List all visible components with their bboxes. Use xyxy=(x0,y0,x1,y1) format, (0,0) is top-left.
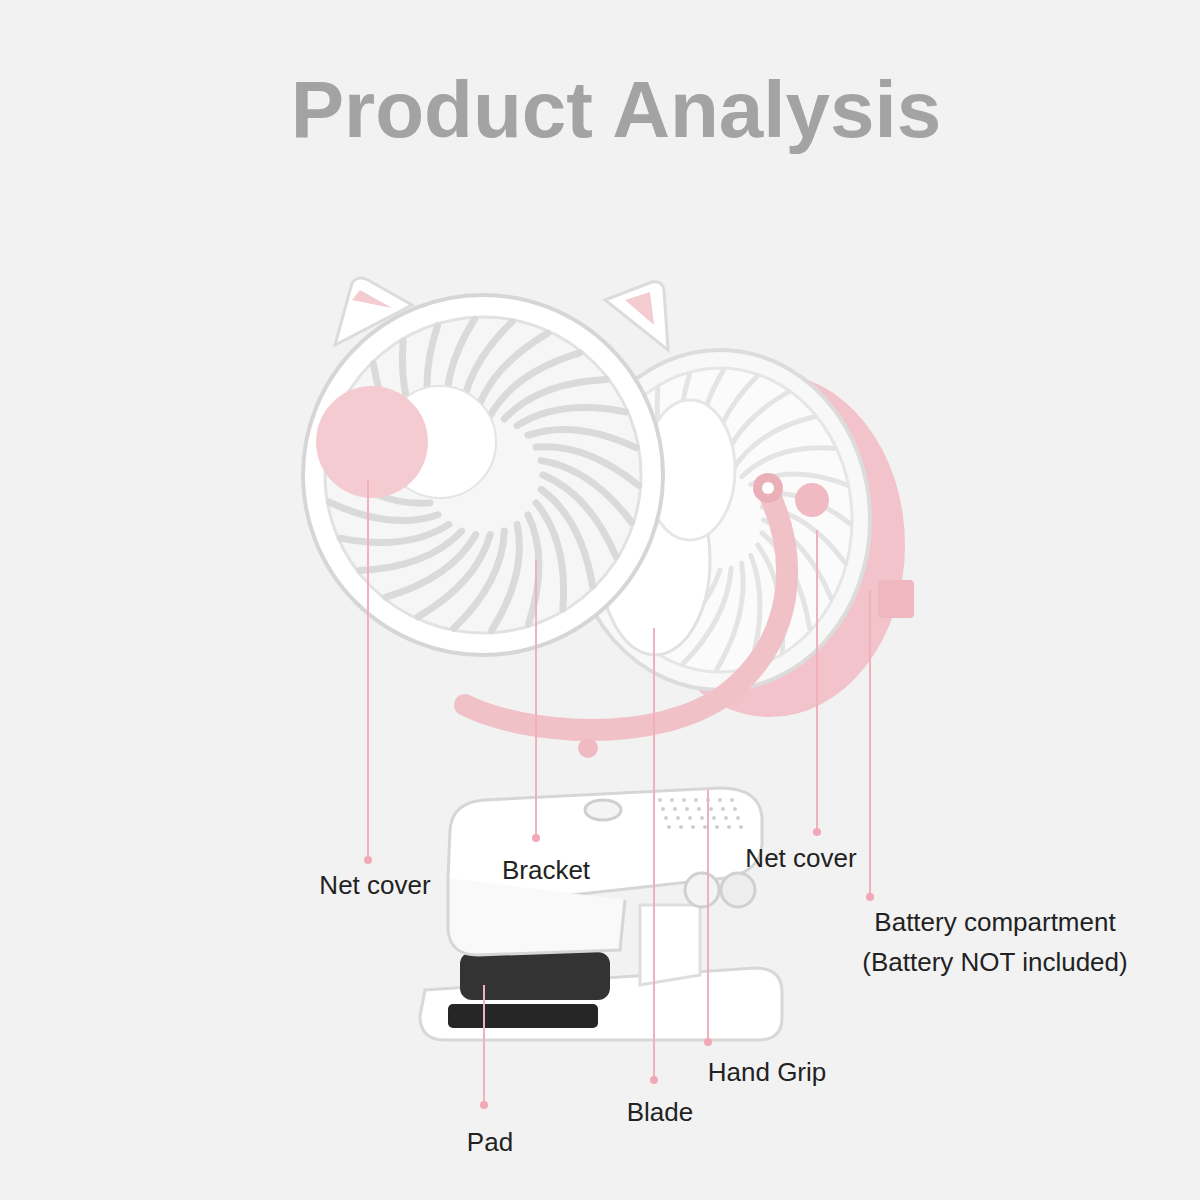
grille-rib xyxy=(528,515,539,624)
leader-dot xyxy=(866,893,874,901)
grille-rib xyxy=(541,489,592,586)
title: Product Analysis xyxy=(291,64,942,156)
grip-dot xyxy=(700,816,704,820)
grip-dot xyxy=(715,825,719,829)
grip-dot xyxy=(682,798,686,802)
leader-dot xyxy=(813,828,821,836)
part-label: Hand Grip xyxy=(708,1052,827,1092)
knob xyxy=(795,483,829,517)
grip-dot xyxy=(718,798,722,802)
pad-block xyxy=(460,952,610,1000)
grille-rib xyxy=(517,407,626,425)
grille-rib xyxy=(340,524,449,542)
cat-ear-inner xyxy=(352,290,392,308)
grip-dot xyxy=(673,807,677,811)
pivot xyxy=(578,738,598,758)
mount-post xyxy=(585,800,621,820)
grip-dot xyxy=(727,825,731,829)
grip-dot xyxy=(658,798,662,802)
part-label: Net cover xyxy=(319,865,430,905)
leader-dot xyxy=(704,1038,712,1046)
knob xyxy=(685,873,719,907)
clip-front xyxy=(448,878,625,955)
front-fan xyxy=(303,278,668,655)
leader-line xyxy=(816,530,818,829)
grip-dot xyxy=(691,825,695,829)
leader-line xyxy=(653,628,655,1077)
grip-dot xyxy=(736,816,740,820)
leader-dots xyxy=(364,828,874,1109)
part-label: Pad xyxy=(467,1122,513,1162)
grip-dot xyxy=(730,798,734,802)
pivot xyxy=(753,473,783,503)
grip-dot xyxy=(670,798,674,802)
grip-dot xyxy=(676,816,680,820)
grip-dot xyxy=(733,807,737,811)
pink-disc xyxy=(316,386,428,498)
leader-line xyxy=(483,985,485,1102)
front-ring xyxy=(303,295,663,655)
cat-ear-inner xyxy=(625,292,654,325)
leader-line xyxy=(367,480,369,857)
tab xyxy=(878,580,914,618)
grip-dot xyxy=(661,807,665,811)
clip xyxy=(420,788,782,1040)
grip-dot xyxy=(688,816,692,820)
grip-dot xyxy=(694,798,698,802)
cat-ear xyxy=(605,282,668,350)
grip-dot xyxy=(703,825,707,829)
leader-line xyxy=(535,560,537,835)
grip-dot xyxy=(679,825,683,829)
leader-dot xyxy=(532,834,540,842)
knob xyxy=(721,873,755,907)
leader-dot xyxy=(650,1076,658,1084)
base-pad xyxy=(448,1004,598,1028)
grip-dot xyxy=(667,825,671,829)
leader-dot xyxy=(364,856,372,864)
grille-rib xyxy=(541,461,631,523)
grip-dot xyxy=(664,816,668,820)
grille-rib xyxy=(731,417,814,472)
leader-lines xyxy=(368,480,870,1102)
leader-dot xyxy=(480,1101,488,1109)
part-label: Net cover xyxy=(745,838,856,878)
leader-line xyxy=(707,790,709,1039)
grip-dot xyxy=(685,807,689,811)
grip-dot xyxy=(712,816,716,820)
part-label: Bracket xyxy=(502,850,590,890)
grip-dot xyxy=(724,816,728,820)
grip-dot xyxy=(739,825,743,829)
part-label: Blade xyxy=(627,1092,694,1132)
part-label: Battery compartment (Battery NOT include… xyxy=(830,902,1160,982)
grip-texture xyxy=(658,798,743,829)
hinge xyxy=(640,905,700,985)
grip-dot xyxy=(697,807,701,811)
pivot-hole xyxy=(762,482,774,494)
grip-dot xyxy=(721,807,725,811)
leader-line xyxy=(869,590,871,894)
grip-dot xyxy=(709,807,713,811)
